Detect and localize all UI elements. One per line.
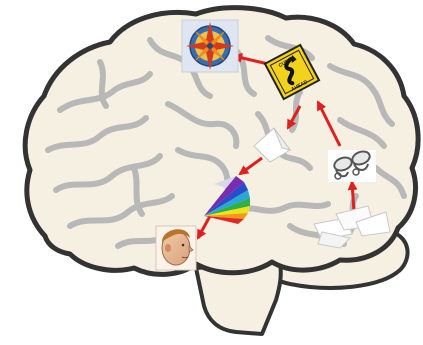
- compass-rose-icon: [182, 20, 238, 72]
- arrow-fragments-to-binoculars: [352, 182, 354, 212]
- human-head-profile-icon: [156, 226, 196, 270]
- binoculars-icon: [328, 149, 376, 182]
